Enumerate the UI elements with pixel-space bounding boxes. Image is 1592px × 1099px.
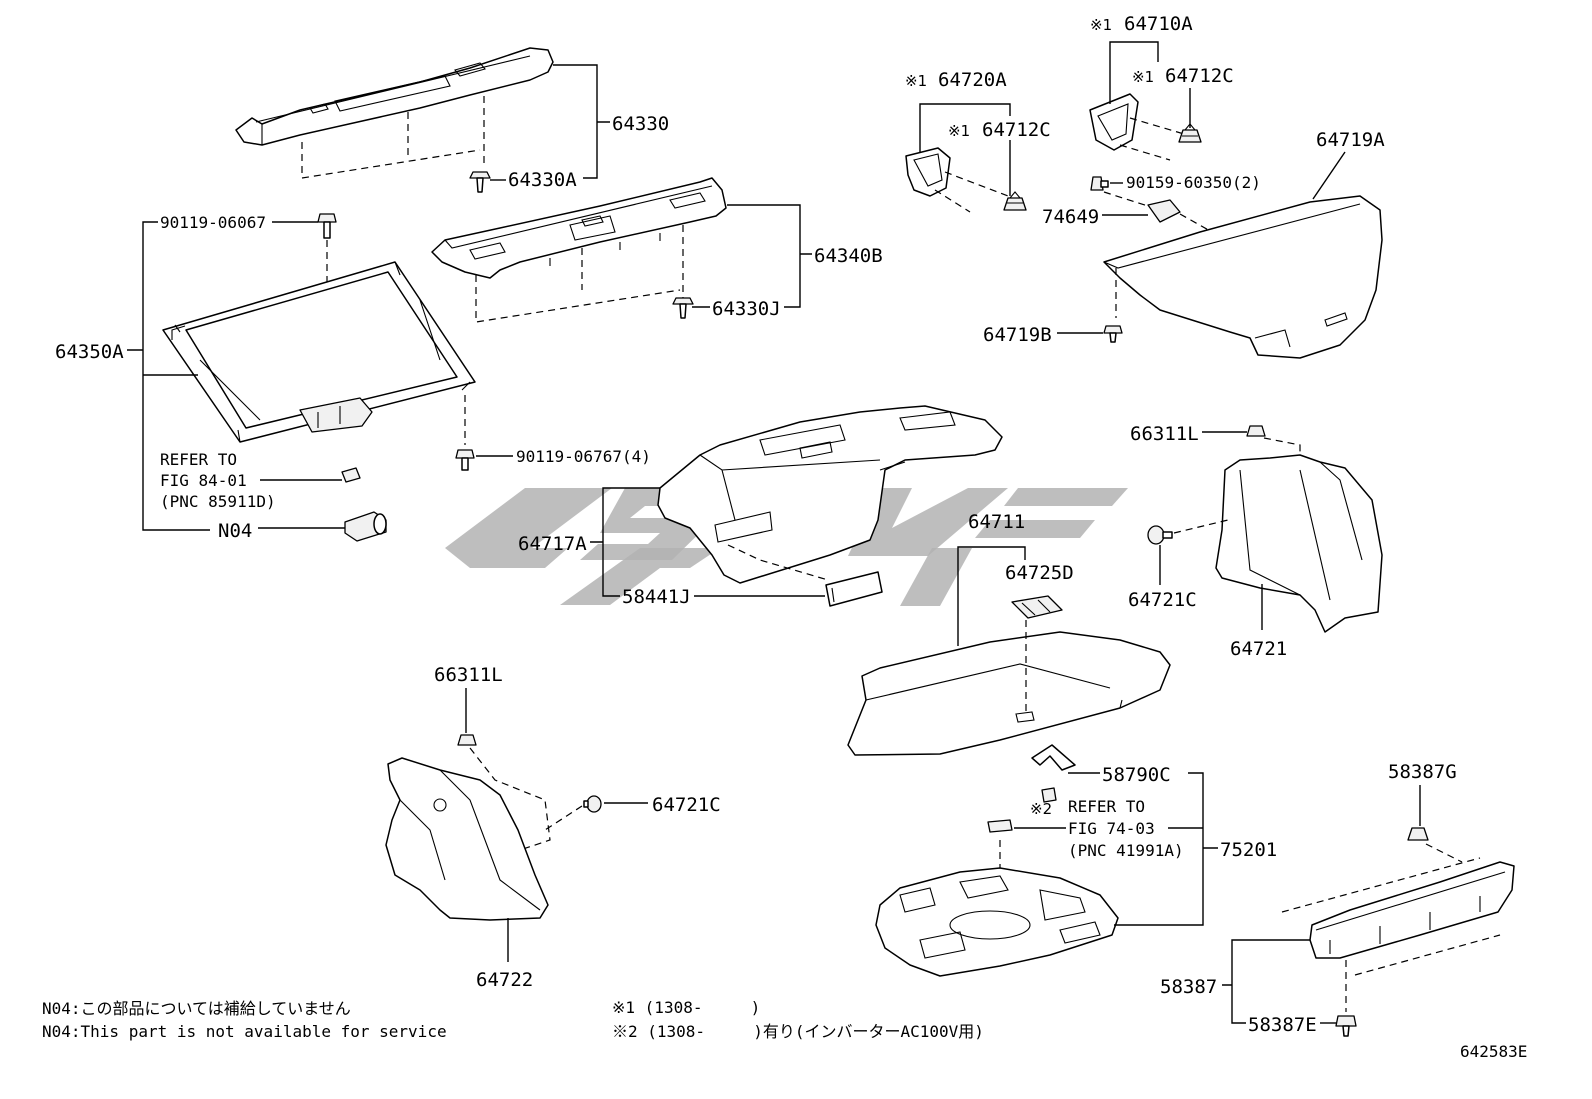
label-66311L-upper: 66311L: [1130, 423, 1199, 445]
footer-note-2: ※2 (1308- )有り(インバーターAC100V用): [612, 1022, 984, 1041]
clip-64330A: [469, 171, 491, 193]
tab-64711: [1015, 711, 1035, 723]
footer-n04-japanese: N04:この部品については補給していません: [42, 999, 351, 1018]
clip-58387E: [1335, 1015, 1357, 1037]
cover-64710A: [1089, 93, 1139, 151]
clip-58387G: [1407, 827, 1429, 841]
bolt-90119-06767: [455, 449, 475, 471]
ref-74-line3: (PNC 41991A): [1068, 841, 1184, 860]
label-64330: 64330: [612, 113, 669, 135]
part-N04: [344, 511, 387, 542]
label-90119-06067: 90119-06067: [160, 213, 266, 232]
rear-shelf-panel-64340B: [431, 177, 727, 279]
label-58790C: 58790C: [1102, 764, 1171, 786]
callout-labels: 64330 64330A 90119-06067 64340B 64350A 6…: [55, 13, 1457, 1036]
clip-74649: [1147, 199, 1181, 223]
label-64720A: 64720A: [938, 69, 1007, 91]
dashed-guide-66311L-lower: [469, 747, 551, 851]
note-mark-64710A: ※1: [1090, 16, 1112, 34]
label-64330A: 64330A: [508, 169, 577, 191]
package-tray-64717A: [657, 405, 1003, 584]
ref-74-line1: REFER TO: [1068, 797, 1145, 816]
footer-notes: N04:この部品については補給していません N04:This part is n…: [42, 998, 1527, 1061]
label-90119-06767: 90119-06767(4): [516, 447, 651, 466]
dashed-guide-64720A: [934, 171, 1009, 213]
pad-74-03: [987, 819, 1013, 833]
label-66311L-lower: 66311L: [434, 664, 503, 686]
label-N04: N04: [218, 520, 252, 542]
pad-64725D: [1011, 595, 1063, 619]
side-trim-right-64721: [1215, 454, 1383, 633]
label-64350A: 64350A: [55, 341, 124, 363]
footer-note-1: ※1 (1308- ): [612, 998, 760, 1017]
dashed-guide-64340B: [475, 225, 684, 323]
label-64330J: 64330J: [712, 298, 781, 320]
tonneau-frame-64350A: [162, 261, 476, 443]
ref-74-line2: FIG 74-03: [1068, 819, 1155, 838]
label-64711: 64711: [968, 511, 1025, 533]
ref-84-line2: FIG 84-01: [160, 471, 247, 490]
note-mark-2: ※2: [1030, 800, 1052, 818]
label-64712C-left: 64712C: [982, 119, 1051, 141]
label-64721C-upper: 64721C: [1128, 589, 1197, 611]
dashed-guide-58387G: [1425, 843, 1463, 863]
label-90159-60350: 90159-60350(2): [1126, 173, 1261, 192]
dashed-guide-64721C-upper: [1173, 519, 1229, 534]
label-64719A: 64719A: [1316, 129, 1385, 151]
tool-tray-75201: [875, 867, 1119, 977]
bolt-90119-06067: [317, 213, 337, 239]
scuff-plate-58387: [1309, 861, 1515, 959]
label-58441J: 58441J: [622, 586, 691, 608]
rear-shelf-cover-64330: [235, 47, 554, 146]
label-64710A: 64710A: [1124, 13, 1193, 35]
label-58387G: 58387G: [1388, 761, 1457, 783]
label-64721: 64721: [1230, 638, 1287, 660]
label-64719B: 64719B: [983, 324, 1052, 346]
push-clip-64721C-lower: [583, 795, 602, 813]
label-64722: 64722: [476, 969, 533, 991]
dashed-guide-64330: [301, 96, 485, 179]
dashed-guide-64721C-lower: [544, 805, 583, 831]
label-58387E: 58387E: [1248, 1014, 1317, 1036]
ref-84-line1: REFER TO: [160, 450, 237, 469]
pad-58441J: [825, 571, 883, 607]
clip-84-01: [341, 467, 361, 483]
screw-note2: [1041, 787, 1057, 803]
footer-n04-english: N04:This part is not available for servi…: [42, 1022, 447, 1041]
note-mark-64720A: ※1: [905, 72, 927, 90]
label-74649: 74649: [1042, 206, 1099, 228]
side-trim-left-64722: [385, 757, 549, 921]
note-mark-64712C-right: ※1: [1132, 68, 1154, 86]
dashed-guide-64710A: [1119, 117, 1185, 161]
label-64717A: 64717A: [518, 533, 587, 555]
note-mark-64712C-left: ※1: [948, 122, 970, 140]
push-clip-64721C-upper: [1147, 525, 1173, 545]
label-64712C-right: 64712C: [1165, 65, 1234, 87]
label-64721C-lower: 64721C: [652, 794, 721, 816]
label-75201: 75201: [1220, 839, 1277, 861]
dashed-guide-58387: [1281, 857, 1501, 1012]
screw-90159-60350: [1090, 176, 1109, 191]
ref-84-line3: (PNC 85911D): [160, 492, 276, 511]
trunk-lid-trim-64719A: [1103, 195, 1383, 359]
clip-66311L-lower: [457, 734, 477, 746]
clip-64330J: [672, 297, 694, 319]
clip-64719B: [1103, 325, 1123, 343]
cover-64720A: [905, 147, 951, 197]
label-64725D: 64725D: [1005, 562, 1074, 584]
clip-64712C-right: [1178, 123, 1202, 143]
dashed-guide-90159: [1103, 191, 1213, 233]
trunk-mat-64711: [847, 631, 1171, 756]
leader-lines: [127, 41, 1421, 1024]
clip-66311L-upper: [1246, 425, 1266, 437]
illustration-number: 642583E: [1460, 1042, 1527, 1061]
hook-58790C: [1031, 744, 1076, 771]
label-58387: 58387: [1160, 976, 1217, 998]
clip-64712C-left: [1003, 191, 1027, 211]
label-64340B: 64340B: [814, 245, 883, 267]
